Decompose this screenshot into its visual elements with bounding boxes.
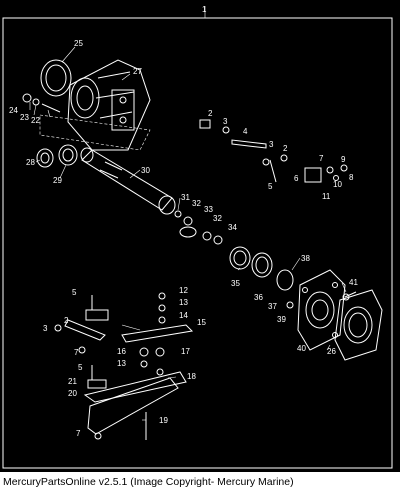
callout-39: 39 [277, 315, 286, 324]
callout-36: 36 [254, 293, 263, 302]
callout-32b: 32 [213, 214, 222, 223]
callout-2c: 2 [64, 316, 69, 325]
callout-7c: 7 [76, 429, 81, 438]
shift-linkage-parts [121, 292, 194, 368]
callout-leaders [29, 46, 347, 421]
callout-2b: 2 [283, 144, 288, 153]
callout-8: 8 [349, 173, 354, 182]
callout-25: 25 [74, 39, 83, 48]
exploded-parts-diagram: 1 25 27 24 23 22 28 29 30 31 32 33 32 34… [2, 5, 393, 469]
callout-37: 37 [268, 302, 277, 311]
callout-26: 26 [327, 347, 336, 356]
shaft-washers [174, 210, 223, 245]
callout-5b: 5 [72, 288, 77, 297]
callout-7: 7 [319, 154, 324, 163]
callout-19: 19 [159, 416, 168, 425]
callout-13: 13 [179, 298, 188, 307]
callout-28: 28 [26, 158, 35, 167]
callout-9: 9 [341, 155, 346, 164]
diagram-panel: 1 25 27 24 23 22 28 29 30 31 32 33 32 34… [0, 0, 400, 472]
callout-5c: 5 [78, 363, 83, 372]
callout-41: 41 [349, 278, 358, 287]
lever-parts [83, 365, 187, 440]
seal-part [36, 144, 78, 168]
housing-bolts [22, 93, 61, 113]
linkage-parts [199, 119, 348, 183]
gear-part [229, 246, 273, 278]
callout-14: 14 [179, 311, 188, 320]
callout-3: 3 [223, 117, 228, 126]
callout-33: 33 [204, 205, 213, 214]
callout-30: 30 [141, 166, 150, 175]
callout-1: 1 [202, 5, 207, 14]
callout-7b: 7 [74, 348, 79, 357]
callout-5: 5 [268, 182, 273, 191]
shaft-part [80, 147, 176, 215]
callout-21: 21 [68, 377, 77, 386]
callout-23: 23 [20, 113, 29, 122]
callout-22: 22 [31, 116, 40, 125]
callout-40: 40 [297, 344, 306, 353]
callout-29: 29 [53, 176, 62, 185]
flange-housing-part [297, 269, 346, 351]
callout-32: 32 [192, 199, 201, 208]
callout-20: 20 [68, 389, 77, 398]
callout-35: 35 [231, 279, 240, 288]
callout-3b: 3 [269, 140, 274, 149]
callout-11: 11 [322, 192, 331, 201]
callout-10: 10 [333, 180, 342, 189]
flange-gasket-part [334, 289, 383, 361]
callout-17: 17 [181, 347, 190, 356]
lower-bracket-parts [54, 295, 109, 354]
callout-15: 15 [197, 318, 206, 327]
callout-16: 16 [117, 347, 126, 356]
callout-34: 34 [228, 223, 237, 232]
bearing-housing-part [67, 59, 151, 151]
callout-6: 6 [294, 174, 299, 183]
callout-31: 31 [181, 193, 190, 202]
callout-numbers: 1 25 27 24 23 22 28 29 30 31 32 33 32 34… [9, 5, 358, 438]
diagram-border [2, 17, 393, 469]
callout-4: 4 [243, 127, 248, 136]
callout-18: 18 [187, 372, 196, 381]
footer-caption: MercuryPartsOnline v2.5.1 (Image Copyrig… [3, 476, 294, 488]
gasket-part [40, 59, 72, 97]
callout-24: 24 [9, 106, 18, 115]
callout-2: 2 [208, 109, 213, 118]
callout-13b: 13 [117, 359, 126, 368]
callout-3c: 3 [43, 324, 48, 333]
callout-27: 27 [133, 67, 142, 76]
callout-12: 12 [179, 286, 188, 295]
callout-38: 38 [301, 254, 310, 263]
